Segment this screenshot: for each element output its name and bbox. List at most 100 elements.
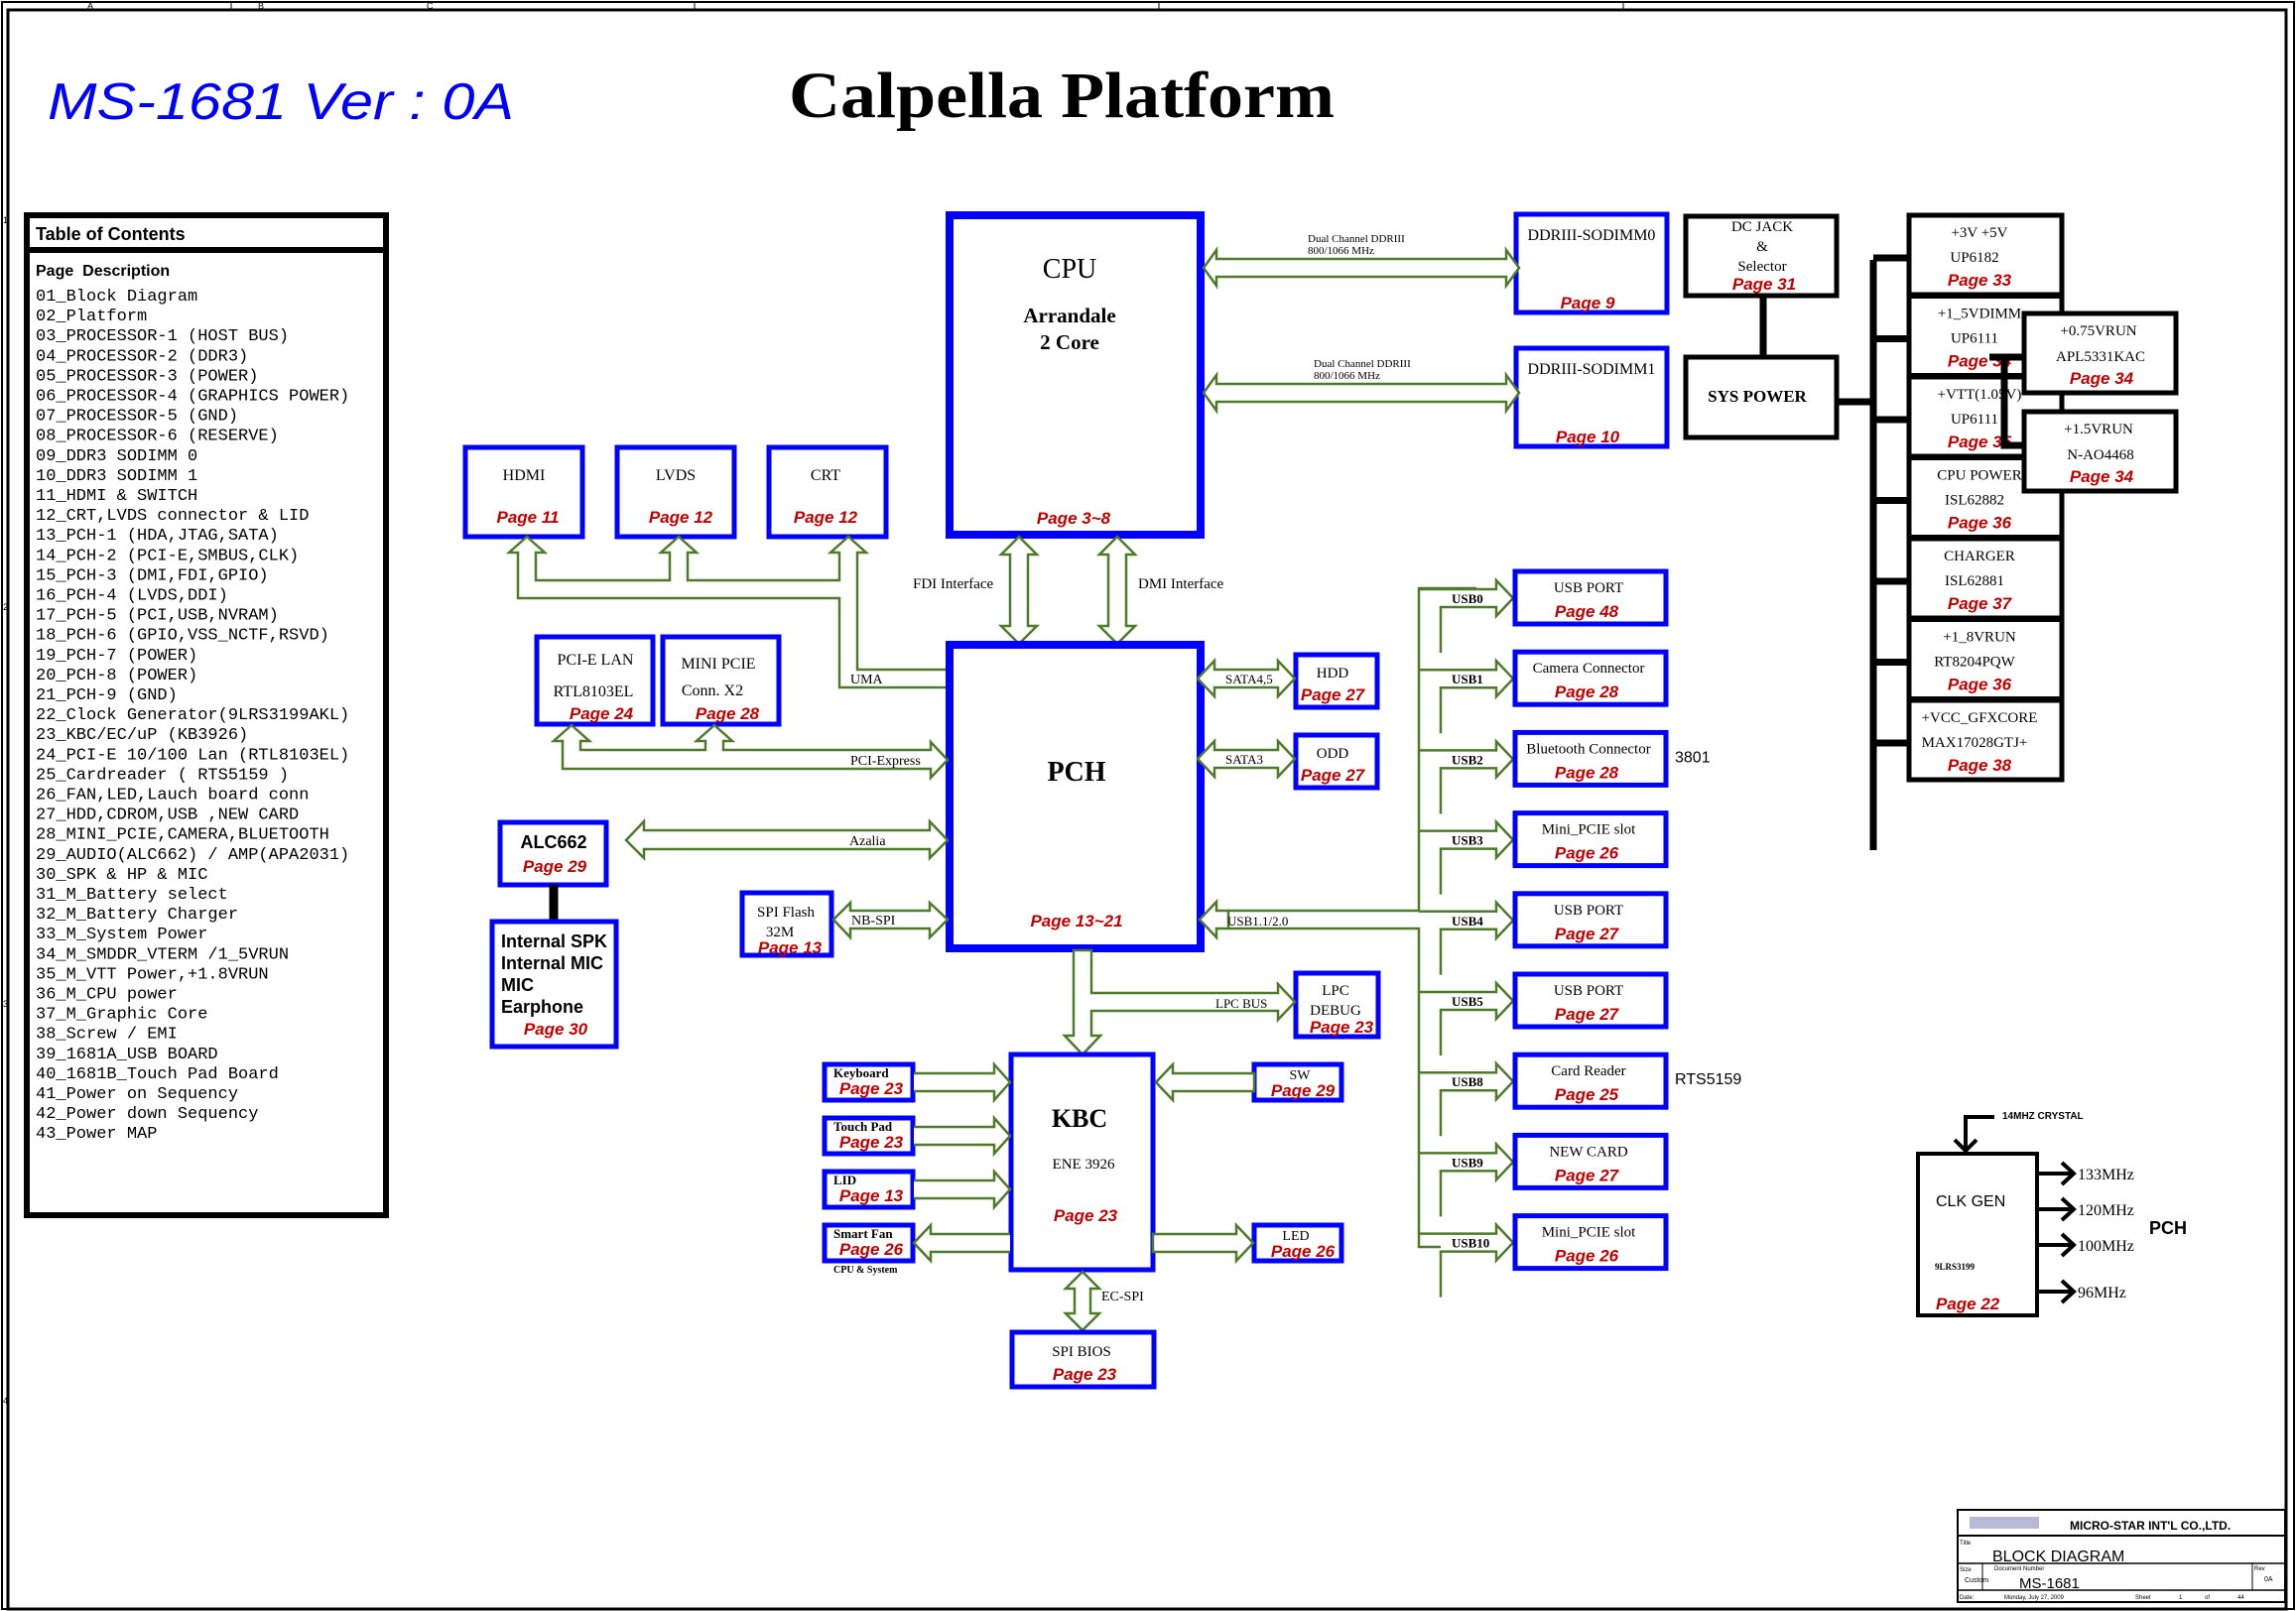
- toc-entry[interactable]: 41_Power on Sequency: [36, 1085, 238, 1104]
- toc-entry[interactable]: 31_M_Battery select: [36, 886, 228, 905]
- usb-port-box[interactable]: [1512, 1213, 1669, 1272]
- toc-entry[interactable]: 40_1681B_Touch Pad Board: [36, 1065, 279, 1084]
- usb-port-box[interactable]: [1512, 1052, 1669, 1110]
- usb-port-box[interactable]: [1512, 649, 1669, 707]
- pch-block[interactable]: PCH Page 13~21: [946, 641, 1205, 952]
- title-block: MICRO-STAR INT'L CO.,LTD. Title BLOCK DI…: [1957, 1509, 2286, 1603]
- toc-entry[interactable]: 22_Clock Generator(9LRS3199AKL): [36, 706, 349, 725]
- toc-entry[interactable]: 24_PCI-E 10/100 Lan (RTL8103EL): [36, 746, 349, 765]
- toc-entry[interactable]: 39_1681A_USB BOARD: [36, 1046, 218, 1064]
- toc-entry[interactable]: 26_FAN,LED,Lauch board conn: [36, 787, 309, 806]
- dimm1-block[interactable]: DDRIII-SODIMM1 Page 10: [1513, 345, 1670, 449]
- usb-port-box[interactable]: [1512, 810, 1669, 869]
- toc-entry[interactable]: 23_KBC/EC/uP (KB3926): [36, 726, 248, 745]
- toc-entry[interactable]: 14_PCH-2 (PCI-E,SMBUS,CLK): [36, 547, 299, 565]
- dcjack-title: DC JACK: [1731, 219, 1793, 235]
- led-block[interactable]: LED Page 26: [1251, 1222, 1344, 1264]
- cpu-block[interactable]: CPU Arrandale 2 Core Page 3~8: [946, 211, 1205, 539]
- toc-entry[interactable]: 27_HDD,CDROM,USB ,NEW CARD: [36, 806, 299, 825]
- power-rail-page-ref: Page 35: [1948, 433, 2012, 451]
- clock-generator[interactable]: CLK GEN 9LRS3199 Page 22: [1916, 1152, 2039, 1317]
- lan-block[interactable]: PCI-E LAN RTL8103EL Page 24: [534, 634, 656, 727]
- toc-entry[interactable]: 18_PCH-6 (GPIO,VSS_NCTF,RSVD): [36, 627, 329, 646]
- alc662-block[interactable]: ALC662 Page 29: [497, 819, 609, 888]
- toc-entry[interactable]: 34_M_SMDDR_VTERM /1_5VRUN: [36, 945, 289, 964]
- usb-port-box[interactable]: [1512, 891, 1669, 949]
- toc-entry[interactable]: 01_Block Diagram: [36, 288, 197, 307]
- toc-entry[interactable]: 37_M_Graphic Core: [36, 1006, 207, 1025]
- toc-entry[interactable]: 21_PCH-9 (GND): [36, 686, 178, 705]
- dmi-arrow: [1095, 535, 1139, 646]
- toc-entry[interactable]: 19_PCH-7 (POWER): [36, 647, 197, 666]
- toc-entry[interactable]: 20_PCH-8 (POWER): [36, 667, 197, 685]
- toc-entry[interactable]: 30_SPK & HP & MIC: [36, 866, 207, 885]
- usb-port-box[interactable]: [1512, 729, 1669, 788]
- crt-block[interactable]: CRT Page 12: [766, 444, 889, 540]
- toc-entry[interactable]: 09_DDR3 SODIMM 0: [36, 447, 197, 466]
- toc-entry[interactable]: 25_Cardreader ( RTS5159 ): [36, 766, 289, 785]
- toc-entry[interactable]: 15_PCH-3 (DMI,FDI,GPIO): [36, 566, 269, 585]
- dimm0-block[interactable]: DDRIII-SODIMM0 Page 9: [1513, 211, 1670, 315]
- spiflash-block[interactable]: SPI Flash 32M Page 13: [739, 890, 834, 958]
- toc-entry[interactable]: 16_PCH-4 (LVDS,DDI): [36, 587, 228, 606]
- toc-entry[interactable]: 42_Power down Sequency: [36, 1105, 258, 1124]
- spibios-block[interactable]: SPI BIOS Page 23: [1009, 1329, 1157, 1390]
- toc-entry[interactable]: 05_PROCESSOR-3 (POWER): [36, 367, 258, 386]
- lvds-block[interactable]: LVDS Page 12: [614, 444, 737, 540]
- toc-entry[interactable]: 35_M_VTT Power,+1.8VRUN: [36, 965, 269, 984]
- toc-entry[interactable]: 33_M_System Power: [36, 926, 207, 944]
- toc-entry[interactable]: 08_PROCESSOR-6 (RESERVE): [36, 428, 279, 446]
- hdd-block[interactable]: HDD Page 27: [1293, 652, 1380, 710]
- sys-power-block[interactable]: SYS POWER: [1683, 354, 1840, 440]
- toc-entry[interactable]: 04_PROCESSOR-2 (DDR3): [36, 347, 248, 366]
- toc-entry[interactable]: 10_DDR3 SODIMM 1: [36, 467, 197, 486]
- toc-entry[interactable]: 28_MINI_PCIE,CAMERA,BLUETOOTH: [36, 826, 329, 845]
- toc-entry[interactable]: 36_M_CPU power: [36, 986, 178, 1005]
- kbc-block[interactable]: KBC ENE 3926 Page 23: [1008, 1052, 1156, 1273]
- toc-entry[interactable]: 03_PROCESSOR-1 (HOST BUS): [36, 327, 289, 346]
- toc-entry[interactable]: 06_PROCESSOR-4 (GRAPHICS POWER): [36, 388, 349, 407]
- toc-entry[interactable]: 43_Power MAP: [36, 1125, 157, 1144]
- toc-entry[interactable]: 17_PCH-5 (PCI,USB,NVRAM): [36, 607, 279, 626]
- toc-entry[interactable]: 11_HDMI & SWITCH: [36, 487, 197, 506]
- usb-port-box[interactable]: [1512, 971, 1669, 1030]
- odd-block[interactable]: ODD Page 27: [1293, 732, 1380, 791]
- keyboard-page-ref: Page 23: [839, 1079, 904, 1098]
- toc-entry[interactable]: 02_Platform: [36, 308, 147, 326]
- minipcie-block[interactable]: MINI PCIE Conn. X2 Page 28: [660, 634, 782, 727]
- toc-entry[interactable]: 29_AUDIO(ALC662) / AMP(APA2031): [36, 846, 349, 865]
- toc-entry[interactable]: 38_Screw / EMI: [36, 1026, 178, 1045]
- lpc-debug-block[interactable]: LPC DEBUG Page 23: [1293, 970, 1381, 1040]
- toc-entry[interactable]: 07_PROCESSOR-5 (GND): [36, 408, 238, 427]
- dcjack-block[interactable]: DC JACK & Selector Page 31: [1683, 213, 1840, 299]
- usb-port-box[interactable]: [1512, 568, 1669, 627]
- audio-io-block[interactable]: Internal SPK Internal MIC MIC Earphone P…: [489, 919, 619, 1050]
- lpc-page-ref: Page 23: [1310, 1018, 1374, 1037]
- sw-block[interactable]: SW Page 29: [1251, 1061, 1344, 1103]
- hdmi-block[interactable]: HDMI Page 11: [462, 444, 585, 540]
- toc-entry[interactable]: 12_CRT,LVDS connector & LID: [36, 507, 309, 526]
- toc-entry[interactable]: 13_PCH-1 (HDA,JTAG,SATA): [36, 527, 279, 546]
- usb-port-box[interactable]: [1512, 1132, 1669, 1190]
- toc-entry[interactable]: 32_M_Battery Charger: [36, 906, 238, 925]
